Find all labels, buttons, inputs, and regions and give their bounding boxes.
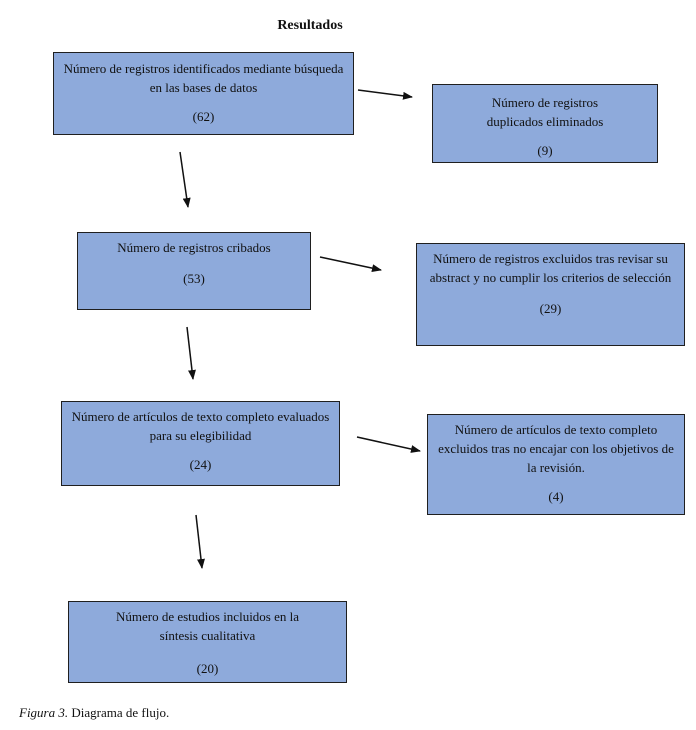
box-fulltext-excluded-text: Número de artículos de texto completo ex… bbox=[438, 422, 674, 475]
box-duplicates-removed-text: Número de registros duplicados eliminado… bbox=[486, 95, 604, 129]
box-records-excluded-abstract: Número de registros excluidos tras revis… bbox=[416, 243, 685, 346]
arrow-identified-to-screened bbox=[179, 151, 191, 208]
arrow-identified-to-duplicates bbox=[357, 89, 413, 100]
arrow-fulltext-to-excluded-fulltext bbox=[356, 436, 421, 453]
box-records-identified-count: (62) bbox=[192, 109, 215, 124]
box-records-excluded-abstract-count: (29) bbox=[539, 301, 562, 316]
box-fulltext-assessed: Número de artículos de texto completo ev… bbox=[61, 401, 340, 486]
figure-caption-text: Diagrama de flujo. bbox=[68, 705, 170, 720]
arrow-screened-to-excluded-abstract bbox=[319, 256, 382, 273]
box-records-screened-text: Número de registros cribados bbox=[117, 240, 271, 255]
box-studies-included-text: Número de estudios incluidos en la sínte… bbox=[115, 609, 300, 643]
box-records-excluded-abstract-text: Número de registros excluidos tras revis… bbox=[429, 251, 672, 285]
box-records-identified-text: Número de registros identificados median… bbox=[63, 61, 344, 95]
figure-caption: Figura 3. Diagrama de flujo. bbox=[19, 705, 169, 721]
box-fulltext-excluded-count: (4) bbox=[548, 489, 564, 504]
box-studies-included: Número de estudios incluidos en la sínte… bbox=[68, 601, 347, 683]
box-records-screened-count: (53) bbox=[183, 271, 205, 286]
arrow-fulltext-to-included bbox=[195, 514, 205, 569]
box-fulltext-assessed-count: (24) bbox=[189, 457, 212, 472]
box-duplicates-removed: Número de registros duplicados eliminado… bbox=[432, 84, 658, 163]
diagram-title: Resultados bbox=[277, 18, 343, 33]
arrow-screened-to-fulltext bbox=[186, 326, 196, 380]
box-records-identified: Número de registros identificados median… bbox=[53, 52, 354, 135]
box-fulltext-assessed-text: Número de artículos de texto completo ev… bbox=[71, 409, 330, 443]
box-duplicates-removed-count: (9) bbox=[537, 143, 553, 158]
box-studies-included-count: (20) bbox=[196, 661, 219, 676]
box-records-screened: Número de registros cribados (53) bbox=[77, 232, 311, 310]
box-fulltext-excluded: Número de artículos de texto completo ex… bbox=[427, 414, 685, 515]
figure-caption-label: Figura 3. bbox=[19, 705, 69, 720]
